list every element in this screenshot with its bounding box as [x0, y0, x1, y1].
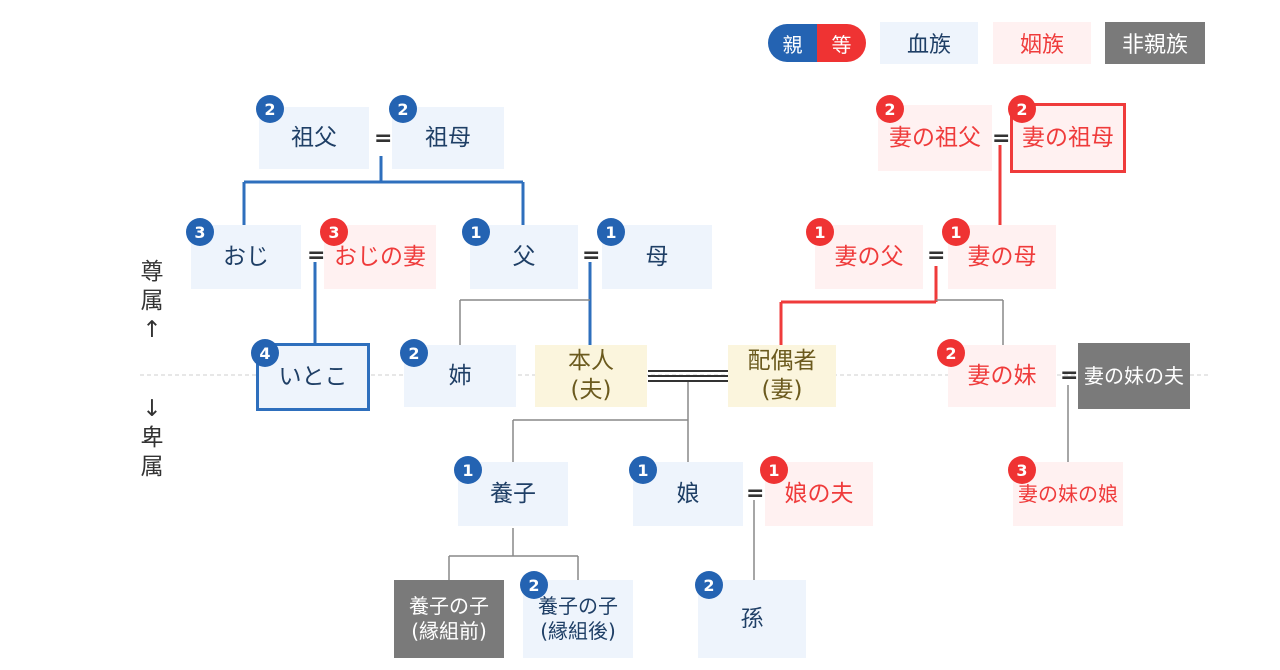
blood-lines	[242, 156, 592, 345]
person-wife-sister-husband: 妻の妹の夫	[1078, 343, 1190, 409]
person-adopted-child-child-before: 養子の子 (縁組前)	[394, 580, 504, 658]
person-wife-grandfather: 妻の祖父	[878, 105, 992, 171]
person-wife-grandmother: 妻の祖母	[1010, 103, 1126, 173]
degree-badge-daughter: 1	[629, 456, 657, 484]
degree-legend-left: 親	[768, 24, 817, 62]
person-spouse: 配偶者 (妻)	[728, 345, 836, 407]
degree-badge-adopted-child-child-after: 2	[520, 571, 548, 599]
marriage-sign-daughter: =	[746, 481, 765, 506]
marriage-line-self-spouse	[648, 370, 728, 382]
marriage-sign-wife-sister: =	[1060, 363, 1079, 388]
person-self: 本人 (夫)	[535, 345, 647, 407]
marriage-sign-wife-parents: =	[927, 243, 946, 268]
degree-badge-adopted-child: 1	[454, 456, 482, 484]
degree-badge-uncle-wife: 3	[320, 218, 348, 246]
inlaw-lines	[779, 145, 1002, 345]
other-lines	[448, 299, 1069, 580]
degree-badge-wife-sister-daughter: 3	[1008, 456, 1036, 484]
degree-badge-grandchild: 2	[695, 571, 723, 599]
legend-blood: 血族	[880, 22, 978, 64]
legend-nonrelative: 非親族	[1105, 22, 1205, 64]
degree-badge-sister: 2	[400, 339, 428, 367]
degree-legend-pill: 親 等	[768, 24, 866, 62]
degree-badge-wife-father: 1	[806, 218, 834, 246]
legend-inlaw: 姻族	[993, 22, 1091, 64]
degree-badge-father: 1	[462, 218, 490, 246]
person-grandmother: 祖母	[392, 107, 504, 169]
degree-badge-grandmother: 2	[389, 95, 417, 123]
degree-badge-grandfather: 2	[256, 95, 284, 123]
degree-badge-wife-grandmother: 2	[1008, 95, 1036, 123]
degree-badge-wife-mother: 1	[942, 218, 970, 246]
marriage-sign-wife-grandparents: =	[992, 126, 1011, 151]
degree-badge-wife-sister: 2	[937, 339, 965, 367]
degree-legend-right: 等	[817, 24, 866, 62]
degree-badge-wife-grandfather: 2	[876, 95, 904, 123]
marriage-sign-grandparents: =	[374, 126, 393, 151]
person-adopted-child: 養子	[458, 462, 568, 526]
person-daughter-husband: 娘の夫	[765, 462, 873, 526]
axis-descendant: ↓ 卑 属	[140, 396, 164, 480]
marriage-sign-parents: =	[582, 243, 601, 268]
person-wife-sister: 妻の妹	[948, 345, 1056, 407]
degree-badge-uncle: 3	[186, 218, 214, 246]
axis-ascendant: 尊 属 ↑	[140, 259, 164, 343]
marriage-sign-uncle: =	[307, 243, 326, 268]
person-sister: 姉	[404, 345, 516, 407]
degree-badge-cousin: 4	[251, 339, 279, 367]
degree-badge-mother: 1	[597, 218, 625, 246]
degree-badge-daughter-husband: 1	[760, 456, 788, 484]
